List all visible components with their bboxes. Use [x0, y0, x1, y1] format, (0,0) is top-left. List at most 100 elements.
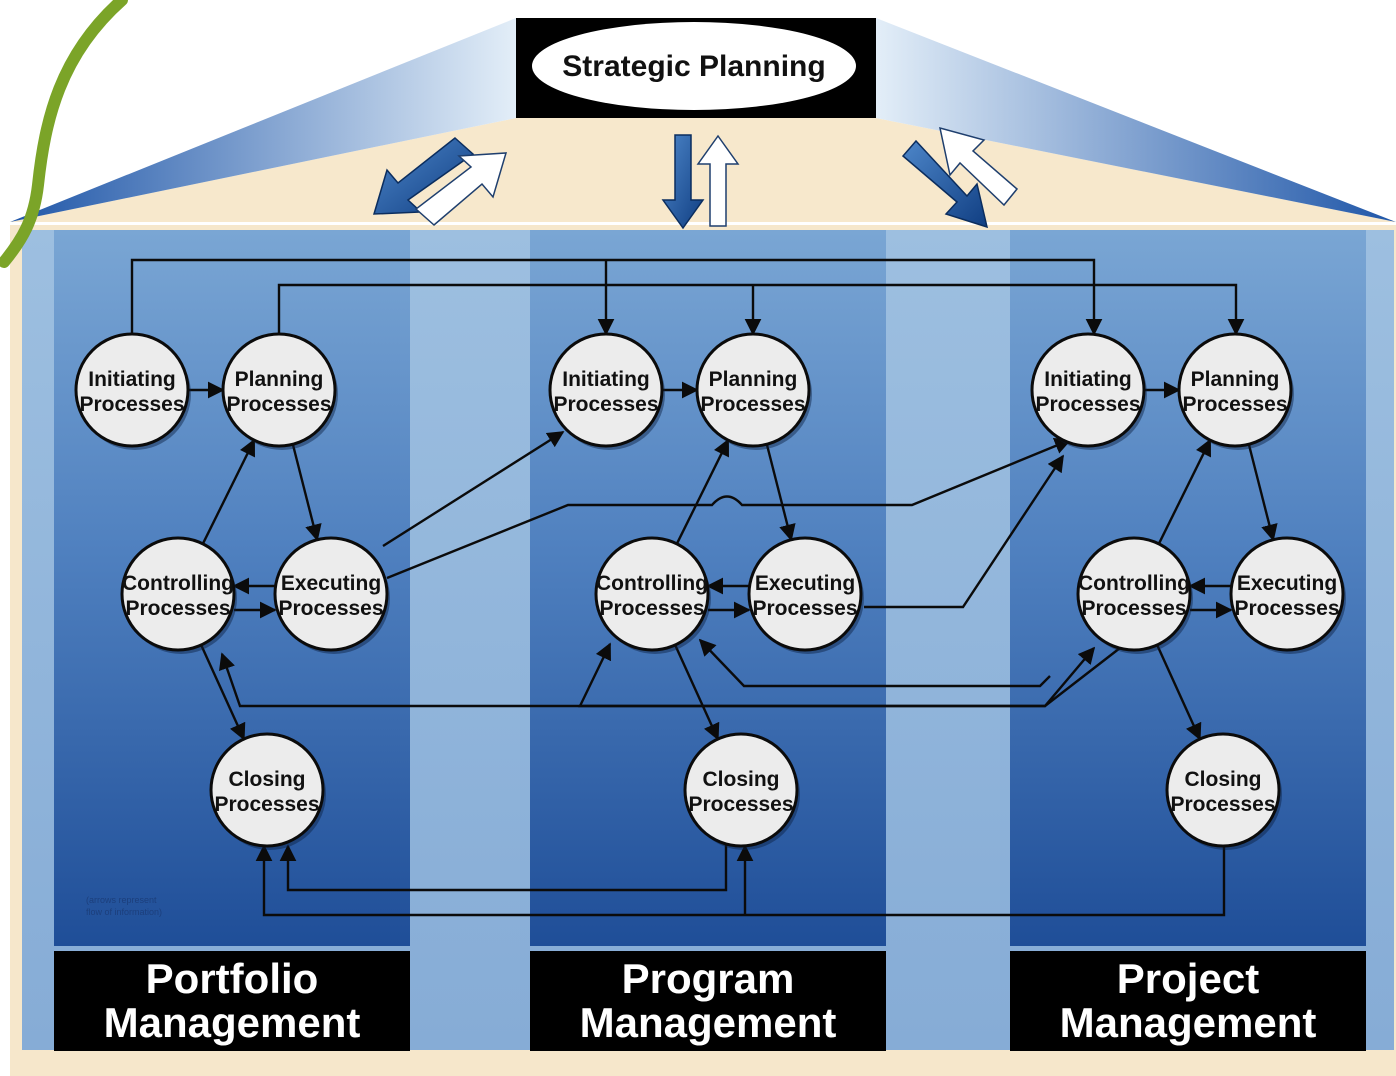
node-label: Processes	[553, 393, 658, 416]
roof-edge-right	[876, 18, 1396, 222]
up-arrow-right-icon	[939, 126, 1019, 207]
flow-arrow	[200, 644, 246, 741]
node-label: Processes	[1170, 793, 1275, 816]
flow-arrow	[1157, 438, 1212, 545]
flow-arrow	[219, 646, 1096, 708]
node-label: Executing	[1237, 572, 1337, 595]
node-circle	[1229, 536, 1345, 652]
flow-arrow	[130, 258, 1103, 336]
flow-arrow	[675, 438, 730, 545]
flow-arrow	[765, 443, 796, 542]
node-label: Processes	[688, 793, 793, 816]
node-label: Controlling	[122, 572, 234, 595]
flow-arrow	[1247, 443, 1278, 542]
node-label: Processes	[278, 597, 383, 620]
node-label: Planning	[709, 368, 798, 391]
section-label-text: Program	[622, 955, 795, 1002]
node-circle	[747, 536, 863, 652]
flow-arrow	[291, 443, 322, 542]
down-arrow-center-icon	[661, 134, 705, 230]
section-label-text: Management	[580, 999, 837, 1046]
node-label: Processes	[700, 393, 805, 416]
arrows-note: (arrows represent flow of information)	[86, 895, 162, 917]
flow-arrow	[201, 438, 256, 545]
roof-arrows	[372, 126, 1019, 230]
node-circle	[74, 332, 190, 448]
down-arrow-left-icon	[372, 137, 475, 215]
label-box	[530, 951, 886, 1051]
node-circle	[273, 536, 389, 652]
node-label: Closing	[703, 768, 780, 791]
node-label: Planning	[1191, 368, 1280, 391]
up-arrow-left-icon	[414, 152, 508, 226]
node-circle	[683, 732, 799, 848]
node-label: Planning	[235, 368, 324, 391]
node-circle	[221, 332, 337, 448]
node-label: Processes	[79, 393, 184, 416]
node-label: Controlling	[596, 572, 708, 595]
node-label: Processes	[1182, 393, 1287, 416]
arrows-note-line-1: (arrows represent	[86, 895, 157, 905]
section-label-text: Management	[1060, 999, 1317, 1046]
label-box	[1010, 951, 1366, 1051]
flow-arrow	[1156, 644, 1202, 741]
node-label: Closing	[229, 768, 306, 791]
roof	[10, 118, 1396, 222]
flow-arrow	[382, 430, 565, 548]
node-label: Closing	[1185, 768, 1262, 791]
node-circle	[120, 536, 236, 652]
node-circle	[1165, 732, 1281, 848]
node-label: Initiating	[562, 368, 650, 391]
section-label-text: Management	[104, 999, 361, 1046]
label-box	[54, 951, 410, 1051]
node-circle	[209, 732, 325, 848]
node-circle	[1076, 536, 1192, 652]
section-label-text: Portfolio	[146, 955, 319, 1002]
node-circle	[594, 536, 710, 652]
strategic-planning-title: Strategic Planning	[562, 50, 825, 83]
node-label: Processes	[599, 597, 704, 620]
node-label: Processes	[752, 597, 857, 620]
flow-arrow	[277, 283, 1245, 336]
node-label: Initiating	[1044, 368, 1132, 391]
roof-edge-left	[10, 18, 516, 222]
flow-arrow	[864, 454, 1065, 609]
connectors	[130, 258, 1278, 917]
arrows-note-line-2: flow of information)	[86, 907, 162, 917]
flow-arrow	[386, 437, 1072, 580]
node-circle	[1177, 332, 1293, 448]
node-circle	[1030, 332, 1146, 448]
node-circle	[695, 332, 811, 448]
flow-arrow	[279, 842, 728, 892]
node-circle	[548, 332, 664, 448]
section-labels: PortfolioManagementProgramManagementProj…	[54, 951, 1366, 1051]
node-label: Processes	[214, 793, 319, 816]
node-label: Processes	[1081, 597, 1186, 620]
node-label: Processes	[1035, 393, 1140, 416]
section-label-text: Project	[1117, 955, 1259, 1002]
accent-curve	[0, 0, 128, 268]
node-label: Executing	[281, 572, 381, 595]
up-arrow-center-icon	[696, 134, 740, 227]
node-label: Processes	[226, 393, 331, 416]
nodes: InitiatingProcessesPlanningProcessesCont…	[74, 332, 1346, 850]
node-label: Processes	[125, 597, 230, 620]
